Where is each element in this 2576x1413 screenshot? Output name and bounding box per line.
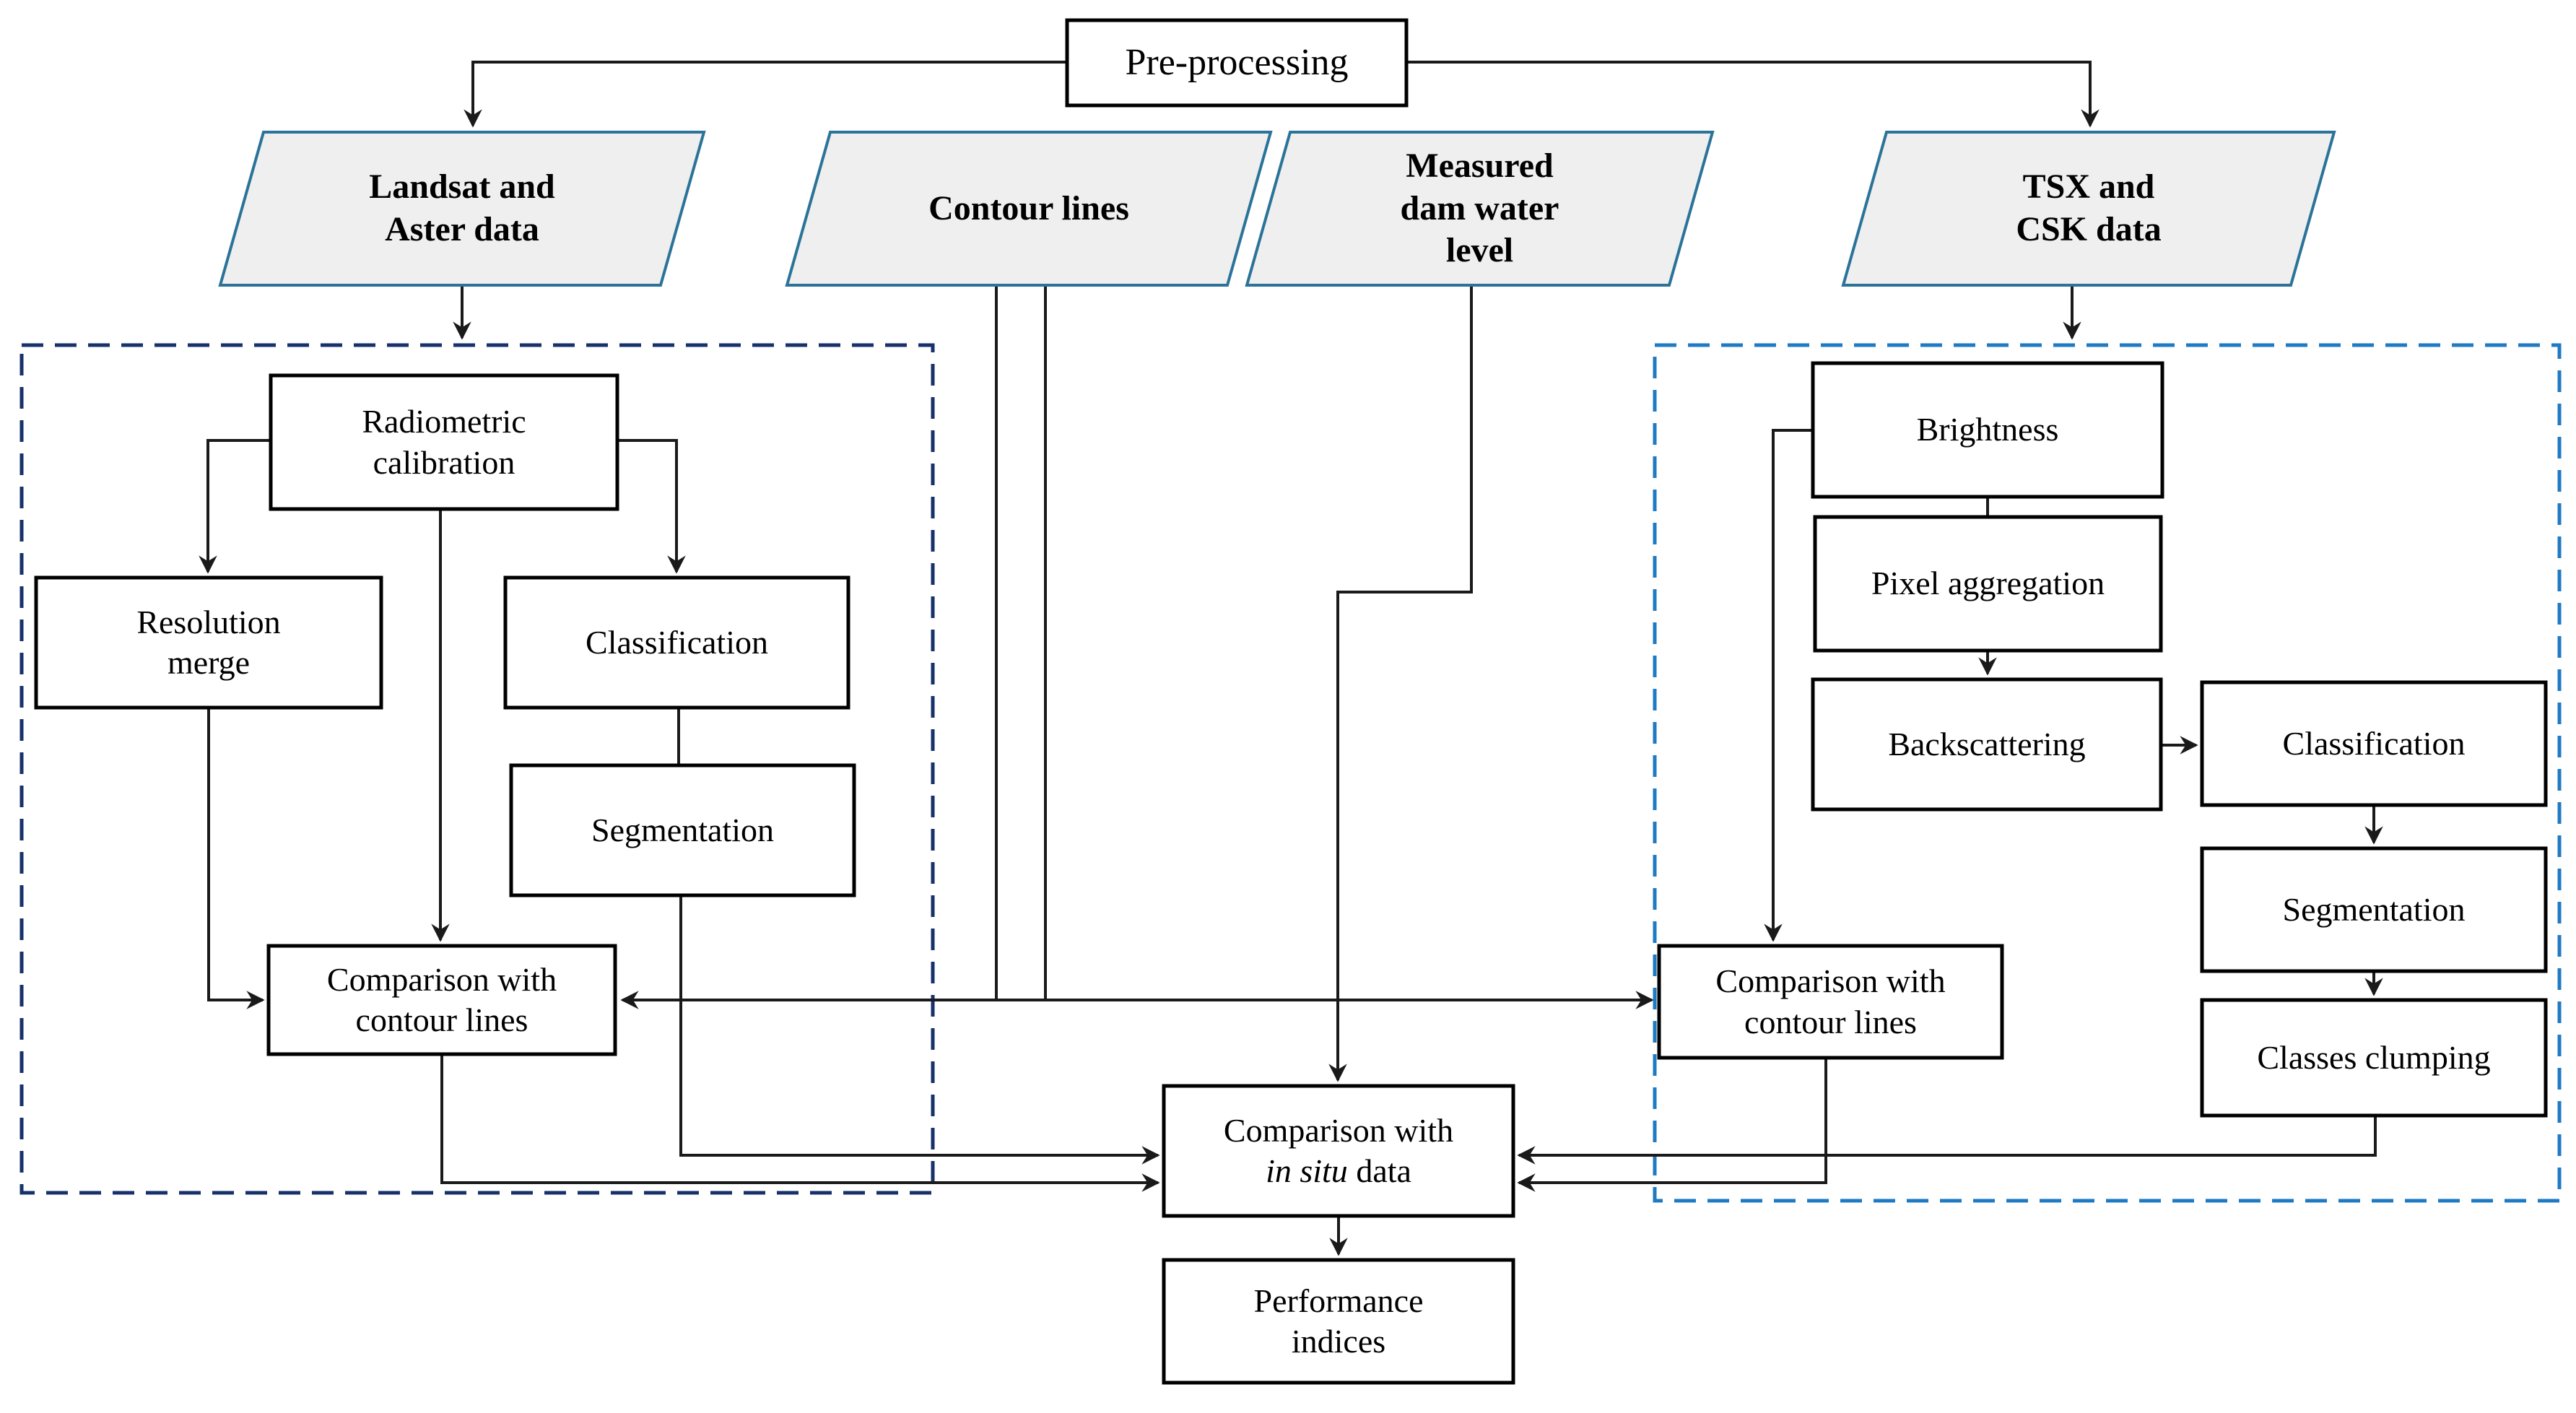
connector-comparison-optical-to-insitu xyxy=(440,1054,1160,1192)
input-tsx-csk-parallelogram xyxy=(1841,131,2336,287)
input-measured-dam-parallelogram xyxy=(1245,131,1715,287)
comparison-contour-sar-box xyxy=(1657,944,2004,1060)
resolution-merge-box xyxy=(34,575,383,710)
radiometric-calibration-box xyxy=(269,373,619,511)
backscattering-box xyxy=(1811,677,2163,812)
connector-radiometric-to-classification xyxy=(617,439,686,574)
input-contour-lines-parallelogram xyxy=(785,131,1273,287)
connector-clumping-to-insitu xyxy=(1517,1116,2377,1165)
connector-preprocessing-to-tsx xyxy=(1406,61,2099,128)
connector-resolution-to-comparison xyxy=(207,708,265,1009)
segmentation-sar-box xyxy=(2200,846,2548,973)
classes-clumping-box xyxy=(2200,998,2548,1118)
performance-indices-box xyxy=(1162,1258,1515,1385)
optical-branch-dashed-container xyxy=(19,343,935,1195)
connector-brightness-to-comparison-sar xyxy=(1764,429,1813,942)
segmentation-optical-box xyxy=(509,763,856,897)
classification-optical-box xyxy=(503,575,850,710)
connector-radiometric-to-resolution xyxy=(199,439,271,574)
connector-measured-to-insitu xyxy=(1328,285,1473,1082)
sar-branch-dashed-container xyxy=(1653,343,2562,1203)
pixel-aggregation-box xyxy=(1813,515,2163,653)
connector-comparison-sar-to-insitu xyxy=(1517,1058,1827,1192)
connector-segmentation-optical-to-insitu xyxy=(679,895,1160,1165)
connector-preprocessing-to-landsat xyxy=(464,61,1067,128)
classification-sar-box xyxy=(2200,680,2548,807)
input-landsat-parallelogram xyxy=(218,131,706,287)
comparison-contour-optical-box xyxy=(266,944,617,1056)
preprocessing-box xyxy=(1065,18,1409,108)
brightness-box xyxy=(1811,361,2164,499)
comparison-insitu-box xyxy=(1162,1084,1515,1218)
